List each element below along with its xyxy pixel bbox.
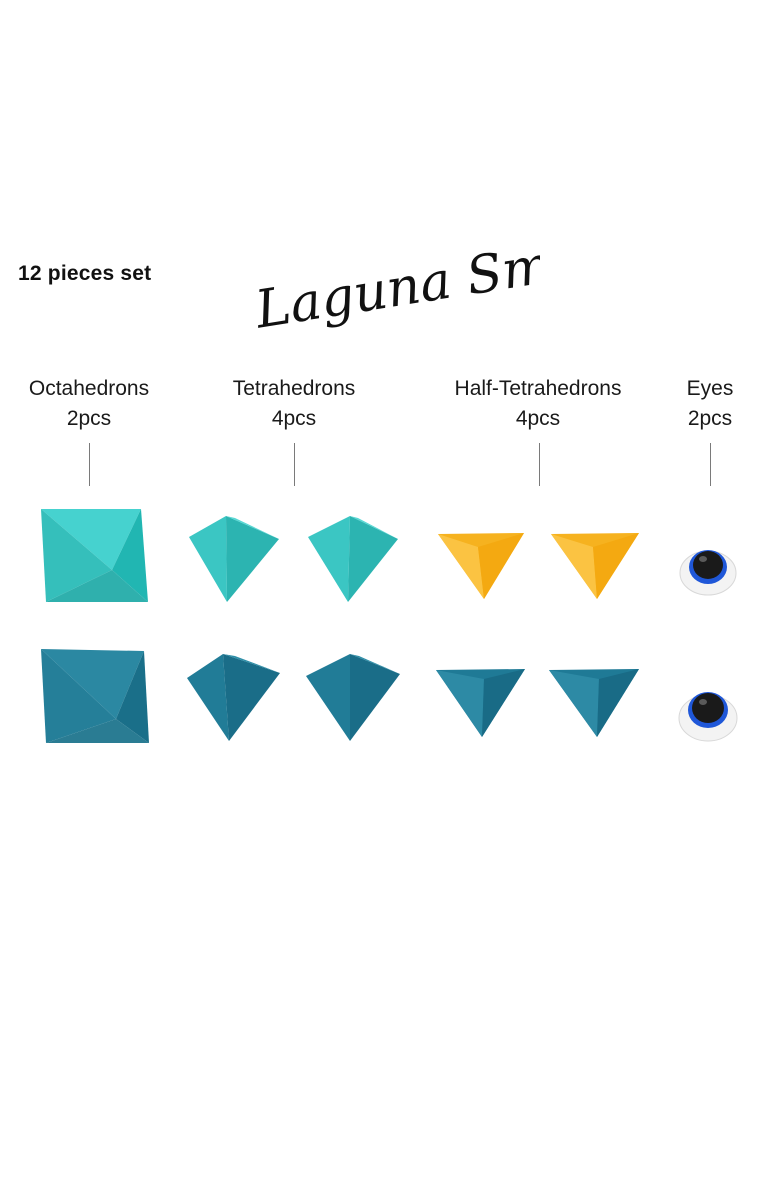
divider-tick <box>89 443 90 486</box>
eye-piece <box>678 692 738 742</box>
half-tetrahedron-yellow <box>551 533 639 599</box>
eye-piece <box>679 550 737 596</box>
half-tetrahedron-dark-teal <box>436 669 525 737</box>
column-count: 4pcs <box>515 407 561 430</box>
octahedron-turquoise <box>41 509 148 602</box>
tetrahedron-turquoise <box>308 516 398 602</box>
column-half-tetrahedrons: Half-Tetrahedrons 4pcs <box>455 374 622 434</box>
column-name: Eyes <box>686 377 734 400</box>
column-octahedrons: Octahedrons 2pcs <box>29 374 149 434</box>
divider-tick <box>294 443 295 486</box>
tetrahedron-dark-teal <box>306 654 400 741</box>
tetrahedron-turquoise <box>189 516 279 602</box>
column-tetrahedrons: Tetrahedrons 4pcs <box>233 374 356 434</box>
divider-tick <box>710 443 711 486</box>
column-name: Octahedrons <box>28 377 150 400</box>
half-tetrahedron-yellow <box>438 533 524 599</box>
column-name: Tetrahedrons <box>232 377 356 400</box>
column-count: 4pcs <box>271 407 317 430</box>
half-tetrahedron-dark-teal <box>549 669 639 737</box>
octahedron-dark-teal <box>41 649 149 743</box>
product-title: Laguna Small <box>251 236 540 336</box>
column-eyes: Eyes 2pcs <box>687 374 734 434</box>
column-count: 2pcs <box>66 407 112 430</box>
tetrahedron-dark-teal <box>187 654 280 741</box>
column-count: 2pcs <box>687 407 733 430</box>
set-size-label: 12 pieces set <box>18 262 152 285</box>
column-name: Half-Tetrahedrons <box>454 377 622 400</box>
divider-tick <box>539 443 540 486</box>
product-title-script: Laguna Small <box>251 236 540 336</box>
